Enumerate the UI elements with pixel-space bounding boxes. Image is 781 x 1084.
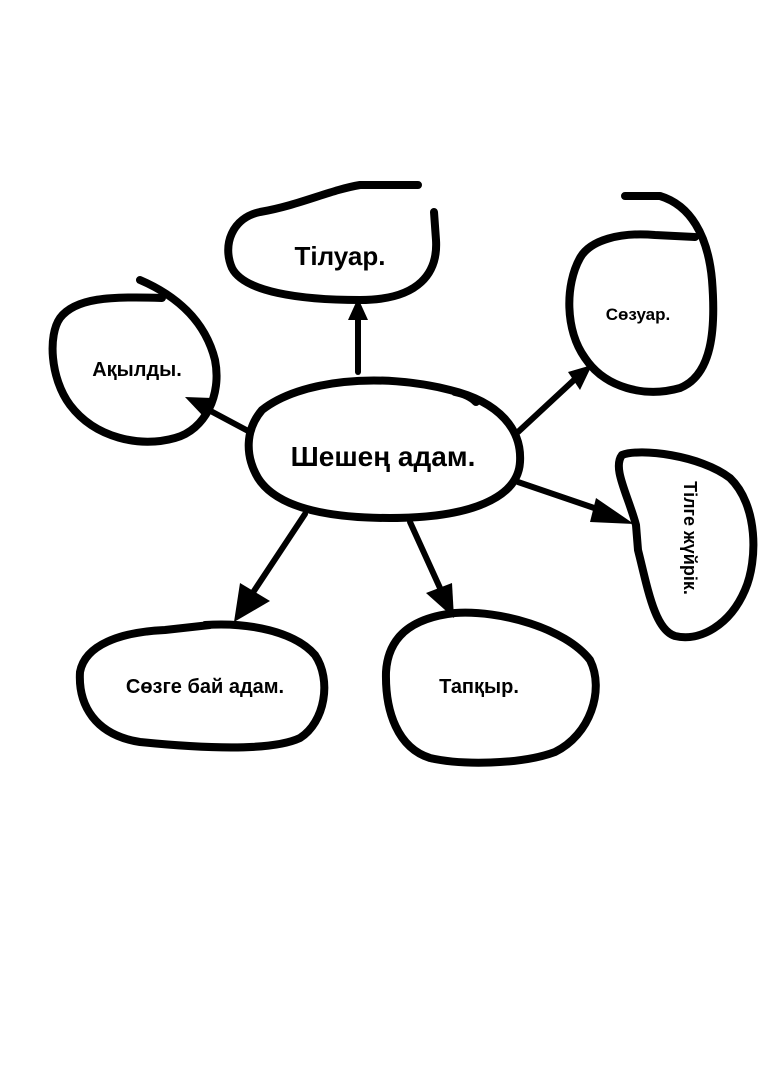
arrow-head-top [348,298,368,320]
bottom-left-node-label: Сөзге бай адам. [126,676,284,698]
arrow-to-top-right [515,377,577,435]
left-node-outline [48,276,221,446]
arrow-head-bottom [426,583,454,618]
center-node-outline [244,376,525,522]
center-node-scribble [451,388,480,406]
center-node-label: Шешең адам. [291,441,476,472]
bottom-node-outline [381,608,600,767]
arrow-head-top-right [568,365,592,390]
bottom-left-node-outline [75,620,329,752]
top-right-node-outline [565,192,718,396]
bottom-node-label: Тапқыр. [439,676,519,698]
top-node-outline [224,181,441,304]
arrow-to-bottom-left [249,511,308,597]
arrow-head-bottom-left [234,583,270,622]
top-node-label: Тілуар. [295,241,386,271]
arrow-head-right [590,498,634,524]
arrow-head-left [185,397,212,416]
arrow-to-bottom [407,519,443,591]
left-node-label: Ақылды. [92,359,182,381]
right-node-label: Тілге жүйрік. [680,481,700,595]
top-right-node-label: Сөзуар. [606,305,670,324]
right-node-outline [614,448,758,642]
arrow-to-right [515,479,603,513]
arrow-to-left [202,405,253,435]
